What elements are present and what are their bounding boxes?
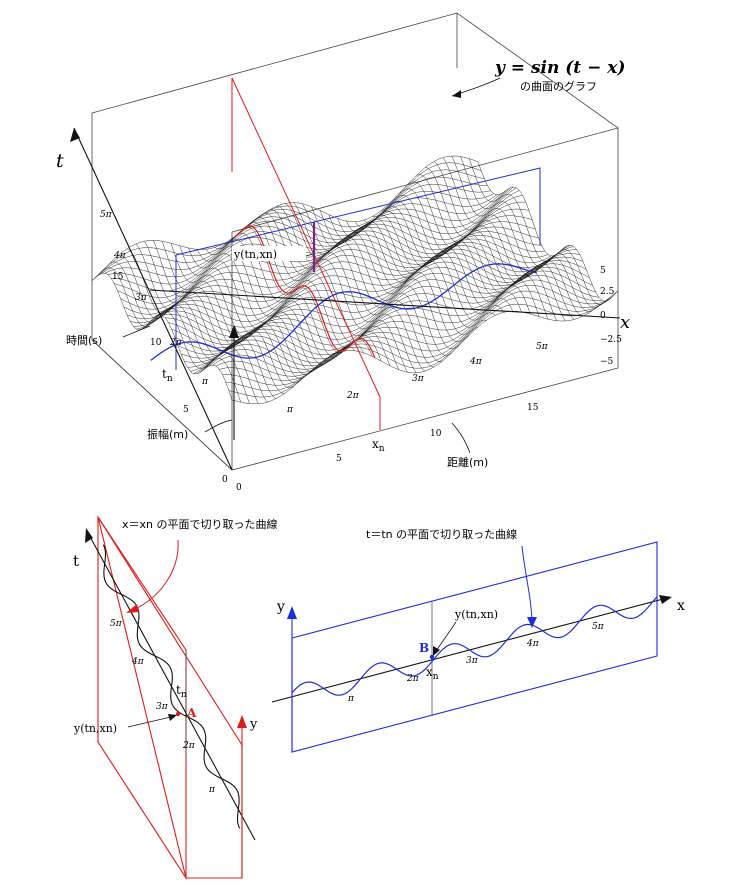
point-a-label: A xyxy=(186,706,197,720)
amplitude-tick: −2.5 xyxy=(600,335,622,345)
surface-plot: y = sin (t − x) の曲面のグラフ t x 時間(s) 振幅(m) … xyxy=(56,12,630,493)
point-a-dot xyxy=(175,711,181,717)
left-panel: x＝xn の平面で切り取った曲線 t y tn y(tn,xn) A 5π 4π 3… xyxy=(73,515,278,880)
left-point-pointer-arrow xyxy=(168,714,177,721)
amplitude-tick: 0 xyxy=(600,311,606,321)
time-tick: 5 xyxy=(183,405,189,415)
right-caption: t＝tn の平面で切り取った曲線 xyxy=(366,527,517,541)
pi-tick-distance: 5π xyxy=(536,342,549,352)
amplitude-tick: 2.5 xyxy=(600,287,615,297)
distance-tick: 0 xyxy=(236,483,242,493)
right-section-curve xyxy=(291,596,658,696)
left-y-axis-arrow xyxy=(237,715,247,728)
surface-curve-t xyxy=(150,263,537,361)
surface-curve-x xyxy=(234,225,376,358)
pi-tick-time: 4π xyxy=(113,251,127,261)
time-tick: 0 xyxy=(222,475,228,485)
distance-tick: 10 xyxy=(430,429,442,439)
pi-tick-time: 5π xyxy=(100,210,113,220)
right-y-label: y xyxy=(276,599,285,615)
left-pi-tick: 5π xyxy=(110,619,123,629)
left-y-label: y xyxy=(249,717,258,732)
point-b-label: B xyxy=(419,641,429,655)
tn-label: tn xyxy=(162,367,173,384)
pi-tick-time: 3π xyxy=(135,293,148,303)
xn-label: xn xyxy=(372,437,385,454)
left-pi-tick: 4π xyxy=(131,657,145,667)
right-point-label: y(tn,xn) xyxy=(454,608,498,621)
formula-caption: y = sin (t − x) xyxy=(494,58,625,78)
point-label-pointer xyxy=(305,253,314,257)
distance-tick: 15 xyxy=(527,403,539,413)
distance-tick: 5 xyxy=(336,454,342,464)
surface-mesh xyxy=(91,155,619,405)
pi-tick-time: π xyxy=(201,377,209,387)
time-pointer xyxy=(122,325,151,338)
pi-tick-distance: 4π xyxy=(469,357,483,367)
surface-axes xyxy=(73,127,621,471)
point-label: y(tn,xn) xyxy=(233,248,277,261)
bounding-box xyxy=(91,12,619,471)
right-pi-tick: 5π xyxy=(592,622,605,632)
amplitude-tick: −5 xyxy=(600,357,614,367)
mesh-lines xyxy=(91,155,619,405)
left-point-label: y(tn,xn) xyxy=(73,722,117,735)
t-axis-arrow xyxy=(70,128,80,142)
section-plane-x xyxy=(231,77,381,430)
formula-subtitle: の曲面のグラフ xyxy=(520,79,597,93)
left-caption: x＝xn の平面で切り取った曲線 xyxy=(122,517,278,531)
left-section-curve xyxy=(102,544,241,829)
time-tick: 10 xyxy=(150,338,162,348)
right-x-label: x xyxy=(677,598,685,614)
distance-label: 距離(m) xyxy=(447,455,488,469)
right-pi-tick: 3π xyxy=(466,656,479,666)
amplitude-tick: 5 xyxy=(600,266,606,276)
caption-pointer-arrow xyxy=(452,90,461,98)
left-t-axis-arrow xyxy=(85,528,93,543)
amplitude-pointer xyxy=(204,419,233,433)
right-ticks: π 2π 3π 4π 5π xyxy=(347,622,605,704)
pi-tick-distance: 3π xyxy=(412,374,425,384)
left-pi-tick: π xyxy=(208,785,216,795)
left-pi-tick: 2π xyxy=(182,741,196,751)
section-plane-t xyxy=(175,167,541,370)
left-tn-label: tn xyxy=(176,683,187,700)
right-pi-tick: π xyxy=(347,694,355,704)
surface-ticks: 0 5 10 15 0 5 10 15 5 2.5 0 −2.5 −5 5π 4π 3π 2π π π 2π 3π 4π 5… xyxy=(100,210,622,493)
amplitude-label: 振幅(m) xyxy=(147,427,188,441)
left-ticks: 5π 4π 3π 2π π xyxy=(110,619,216,795)
right-y-axis-arrow xyxy=(287,606,297,619)
right-caption-pointer-arrow xyxy=(527,617,537,628)
pi-tick-distance: 2π xyxy=(346,391,360,401)
left-section-plane-far xyxy=(97,516,243,879)
left-t-label: t xyxy=(73,552,79,570)
left-caption-pointer-arrow xyxy=(126,604,139,613)
right-section-plane xyxy=(291,541,658,753)
right-caption-pointer xyxy=(521,545,533,626)
distance-pointer xyxy=(451,422,471,454)
pi-tick-time: 2π xyxy=(169,338,183,348)
point-label-box xyxy=(232,246,306,261)
pi-tick-distance: π xyxy=(286,405,294,415)
x-axis-label: x xyxy=(620,312,630,333)
y-axis-arrow xyxy=(229,325,239,338)
left-pi-tick: 3π xyxy=(156,702,169,712)
right-point-pointer-arrow xyxy=(433,646,440,656)
right-pi-tick: 2π xyxy=(406,674,420,684)
right-x-axis-arrow xyxy=(659,595,672,604)
left-point-pointer xyxy=(127,715,176,728)
time-tick: 15 xyxy=(112,272,124,282)
right-xn-label: xn xyxy=(426,665,439,682)
t-axis-label: t xyxy=(56,150,64,172)
right-pi-tick: 4π xyxy=(526,639,540,649)
time-label: 時間(s) xyxy=(66,334,102,347)
right-panel: t＝tn の平面で切り取った曲線 x y xn y(tn,xn) B π 2π 3π… xyxy=(271,527,685,753)
